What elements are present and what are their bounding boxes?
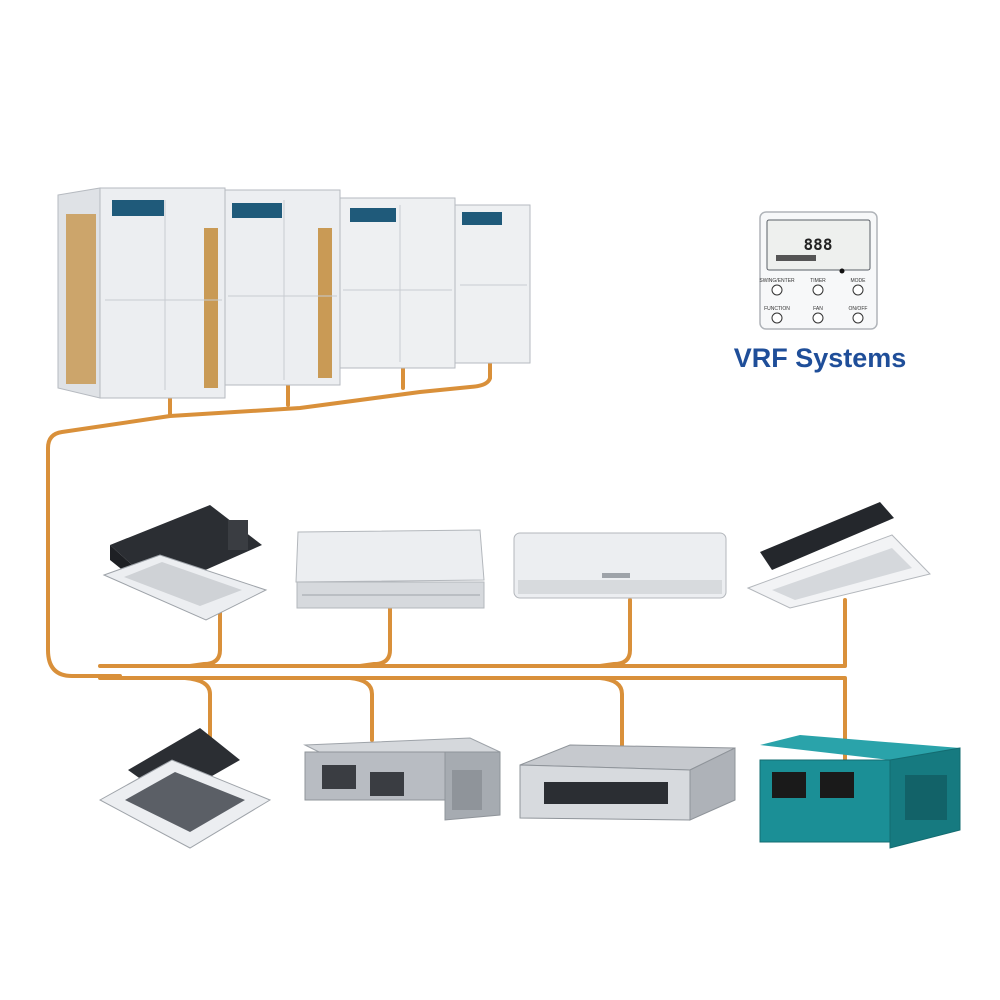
controller-button[interactable] — [852, 284, 864, 296]
pipe-drop-l3 — [598, 676, 624, 750]
controller-button-label: MODE — [851, 278, 867, 284]
wired-controller: 888 SWING/ENTER TIMER MODE FUNCTION FAN ON/OF… — [759, 211, 878, 330]
indoor-units-upper-row — [102, 502, 931, 621]
outdoor-unit-3 — [339, 197, 456, 369]
refrigerant-pipes — [46, 360, 847, 762]
pipe-drop-l1 — [183, 676, 212, 742]
controller-button-label: FUNCTION — [764, 306, 790, 312]
pipe-drop-l2 — [348, 676, 374, 742]
pipe-outdoor-header — [46, 376, 492, 678]
pipe-drop-u3 — [598, 598, 632, 668]
compact-cassette-unit — [98, 728, 272, 849]
outdoor-unit-bank — [57, 187, 531, 399]
controller-button[interactable] — [812, 284, 824, 296]
controller-button-label: ON/OFF — [849, 306, 868, 312]
controller-button-label: FAN — [813, 306, 823, 312]
controller-button[interactable] — [852, 312, 864, 324]
indoor-units-lower-row — [98, 728, 961, 849]
controller-display: 888 — [804, 235, 833, 254]
controller-button[interactable] — [771, 284, 783, 296]
pipe-main-upper — [98, 598, 847, 668]
controller-button-label: TIMER — [810, 278, 826, 284]
outdoor-unit-3-front — [339, 197, 456, 369]
controller-buttons: SWING/ENTER TIMER MODE FUNCTION FAN ON/OFF — [759, 278, 868, 324]
controller-button-label: SWING/ENTER — [759, 278, 795, 284]
wall-mounted-unit — [513, 532, 727, 599]
diagram-title: VRF Systems — [733, 343, 907, 373]
pipe-drop-u1 — [188, 608, 222, 668]
outdoor-unit-1 — [57, 187, 226, 399]
high-static-duct-unit — [759, 735, 961, 849]
outdoor-unit-4 — [454, 204, 531, 364]
controller-button[interactable] — [812, 312, 824, 324]
slim-duct-unit — [519, 744, 736, 821]
controller-button[interactable] — [771, 312, 783, 324]
outdoor-unit-2 — [224, 189, 341, 386]
one-way-cassette-unit — [746, 502, 931, 609]
ducted-unit — [303, 737, 501, 821]
pipe-drop-u2 — [358, 606, 392, 668]
outdoor-unit-4-front — [454, 204, 531, 364]
ceiling-floor-unit — [295, 529, 485, 609]
four-way-cassette-unit — [102, 505, 268, 621]
